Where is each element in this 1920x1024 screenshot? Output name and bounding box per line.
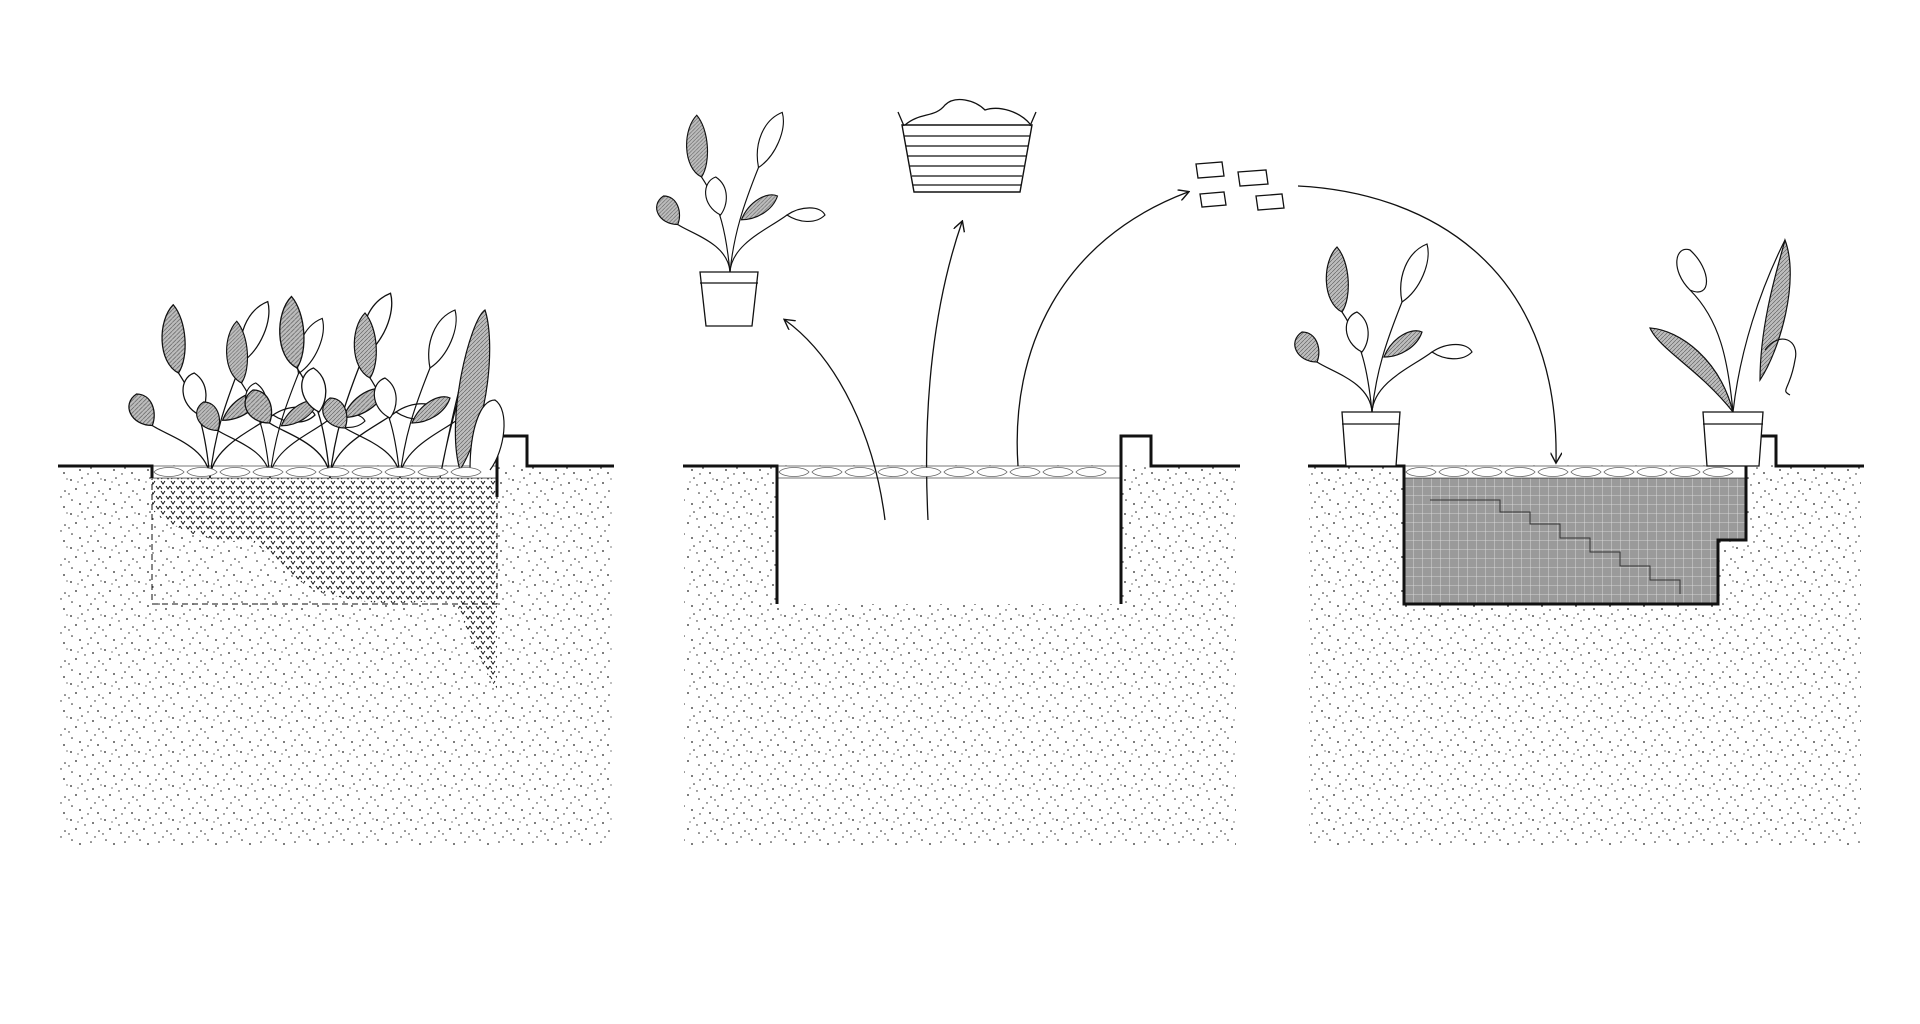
- paving-stone: [252, 467, 284, 477]
- panel-excavation: [656, 98, 1285, 845]
- paving-stone: [1570, 467, 1602, 477]
- potted-plant-icon: [1294, 243, 1473, 467]
- paving-stones-icon: [1195, 161, 1285, 211]
- stepped-base: [1430, 499, 1681, 594]
- paving-stone: [1042, 467, 1074, 477]
- paving-stone: [1075, 467, 1107, 477]
- contamination-zone: [152, 478, 497, 690]
- paving-stone: [976, 467, 1008, 477]
- paving-stone: [1537, 467, 1569, 477]
- paving-stone: [417, 467, 449, 477]
- arrow-icon: [1297, 185, 1556, 462]
- panel-existing-planter: [58, 292, 614, 845]
- paving-stone: [153, 467, 185, 477]
- paving-stone: [351, 467, 383, 477]
- paving-stone: [384, 467, 416, 477]
- panel-reconstructed-bed: [1294, 185, 1864, 845]
- paving-stones: [153, 467, 482, 477]
- paving-stone: [778, 467, 810, 477]
- ground-line: [683, 434, 1240, 604]
- paving-stone: [1603, 467, 1635, 477]
- ground-line: [1308, 434, 1864, 606]
- paving-stone: [1009, 467, 1041, 477]
- paving-stone: [1471, 467, 1503, 477]
- paving-stone: [186, 467, 218, 477]
- gravel-fill: [1403, 477, 1747, 605]
- paving-stone: [844, 467, 876, 477]
- paving-stone: [1702, 467, 1734, 477]
- paving-stone: [811, 467, 843, 477]
- paving-stone: [1405, 467, 1437, 477]
- paving-stone: [877, 467, 909, 477]
- arrow-icon: [785, 320, 886, 521]
- paving-stone: [318, 467, 350, 477]
- soil-basket-icon: [897, 98, 1037, 193]
- paving-stone: [910, 467, 942, 477]
- paving-stone: [1438, 467, 1470, 477]
- paving-stones: [778, 467, 1107, 477]
- arrow-icon: [1016, 192, 1188, 467]
- paving-stone: [219, 467, 251, 477]
- empty-pit: [777, 478, 1121, 604]
- paving-stone: [943, 467, 975, 477]
- paving-stone: [285, 467, 317, 477]
- paving-stone: [450, 467, 482, 477]
- paving-stone: [1669, 467, 1701, 477]
- paving-stone: [1636, 467, 1668, 477]
- potted-plant-icon: [656, 111, 826, 327]
- planted-vegetation: [128, 292, 505, 479]
- potted-plant-icon: [1649, 237, 1797, 467]
- paving-stones: [1405, 467, 1734, 477]
- paving-stone: [1504, 467, 1536, 477]
